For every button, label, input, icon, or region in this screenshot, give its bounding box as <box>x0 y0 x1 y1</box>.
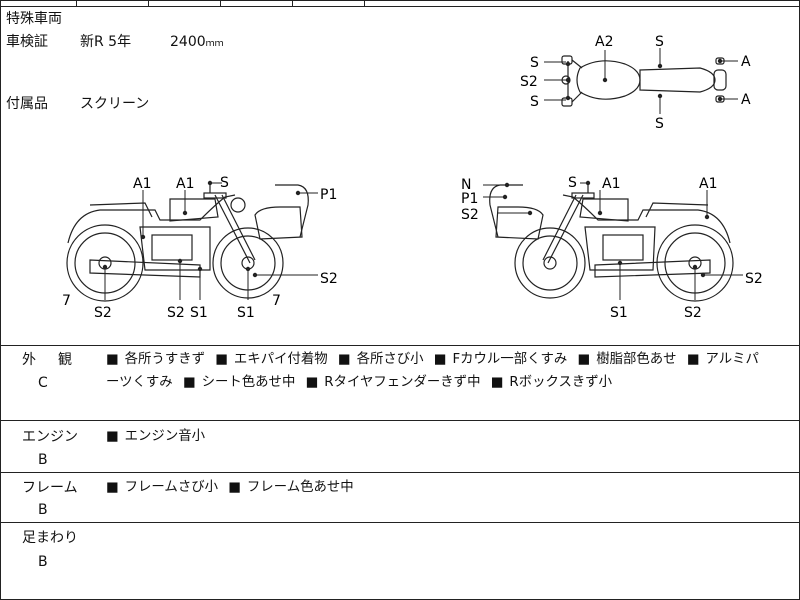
right-side-motorcycle-outline <box>489 183 734 302</box>
bullet: ■ <box>490 375 504 390</box>
right-side-markers <box>502 180 710 278</box>
engine-note: エンジン音小 <box>124 429 205 444</box>
top-label-s2: S2 <box>520 74 538 90</box>
suspension-title: 足まわり <box>22 530 78 546</box>
left-label-p1: P1 <box>320 187 337 203</box>
top-label-a-upper: A <box>741 54 751 70</box>
top-label-s-seat-bottom: S <box>655 116 664 132</box>
left-label-7-front: 7 <box>272 293 281 309</box>
engine-notes: ■ エンジン音小 <box>106 428 205 446</box>
dimension-unit: ｍｍ <box>205 39 224 49</box>
right-label-p1: P1 <box>461 191 478 207</box>
exterior-note: シート色あせ中 <box>201 375 296 390</box>
bullet: ■ <box>182 375 196 390</box>
engine-title: エンジン <box>22 429 78 445</box>
top-cell-divider <box>76 0 77 6</box>
dimension-number: 2400 <box>170 34 206 50</box>
right-label-a1-rear: A1 <box>699 176 717 192</box>
right-side-diagram: N P1 S2 S A1 A1 S2 S1 S2 <box>461 175 763 321</box>
top-label-a-lower: A <box>741 92 751 108</box>
dimension-value: 2400ｍｍ <box>170 33 224 53</box>
left-side-diagram: A1 A1 S P1 S2 7 S2 S2 S1 S1 7 <box>62 175 338 321</box>
bullet: ■ <box>228 480 241 495</box>
exterior-title-char1: 外 <box>22 352 36 368</box>
left-side-leaders <box>104 182 318 300</box>
left-label-s2-front: S2 <box>320 271 338 287</box>
bullet: ■ <box>433 352 447 367</box>
frame-note: フレームさび小 <box>124 480 218 495</box>
exterior-title-char2: 観 <box>58 352 72 368</box>
bullet: ■ <box>686 352 700 367</box>
inspection-value: 新R 5年 <box>80 34 132 50</box>
exterior-note: Rボックスきず小 <box>509 375 613 390</box>
exterior-notes-line1: ■ 各所うすきず ■ エキパイ付着物 ■ 各所さび小 ■ Fカウル一部くすみ ■ 樹脂部色… <box>106 351 759 369</box>
top-cell-divider <box>364 0 365 6</box>
exterior-title: 外観 <box>22 351 72 369</box>
frame-title: フレーム <box>22 480 78 496</box>
top-row-bottom-border <box>0 6 800 7</box>
frame-note: フレーム色あせ中 <box>246 480 354 495</box>
special-vehicle-label: 特殊車両 <box>6 11 62 27</box>
right-label-s2-box: S2 <box>461 207 479 223</box>
exterior-note: 各所うすきず <box>124 352 205 367</box>
top-view-leaders <box>544 48 738 114</box>
left-side-markers <box>102 180 301 278</box>
right-label-s2-muffler: S2 <box>684 305 702 321</box>
exterior-note: 各所さび小 <box>356 352 424 367</box>
right-label-a1-tank: A1 <box>602 176 620 192</box>
frame-notes: ■ フレームさび小 ■ フレーム色あせ中 <box>106 479 354 497</box>
exterior-notes-line2: ーツくすみ ■ シート色あせ中 ■ Rタイヤフェンダーきず中 ■ Rボックスきず小 <box>106 374 612 392</box>
top-cell-divider <box>292 0 293 6</box>
bullet: ■ <box>305 375 319 390</box>
exterior-grade: C <box>38 375 48 391</box>
bullet: ■ <box>106 429 119 444</box>
left-label-s-handle: S <box>220 175 229 191</box>
top-view-motorcycle-outline <box>561 55 727 107</box>
left-label-a1-tank: A1 <box>176 176 194 192</box>
exterior-note: 樹脂部色あせ <box>596 352 677 367</box>
engine-grade: B <box>38 452 48 468</box>
inspection-label: 車検証 <box>6 34 48 50</box>
top-cell-divider <box>148 0 149 6</box>
exterior-note: Rタイヤフェンダーきず中 <box>324 375 481 390</box>
exterior-note: Fカウル一部くすみ <box>452 352 568 367</box>
right-label-s2-rear: S2 <box>745 271 763 287</box>
accessories-label: 付属品 <box>6 96 48 112</box>
left-side-motorcycle-outline <box>66 183 309 302</box>
left-label-s2-engine: S2 <box>167 305 185 321</box>
top-label-s-seat-top: S <box>655 34 664 50</box>
right-label-s1-engine: S1 <box>610 305 628 321</box>
top-label-a2: A2 <box>595 34 613 50</box>
top-view-markers <box>565 58 723 102</box>
right-label-n: N <box>461 177 471 193</box>
exterior-note: エキパイ付着物 <box>233 352 328 367</box>
accessories-value: スクリーン <box>80 96 150 112</box>
left-label-s1-engine: S1 <box>190 305 208 321</box>
left-label-s1-fork: S1 <box>237 305 255 321</box>
frame-grade: B <box>38 502 48 518</box>
left-label-a1-front: A1 <box>133 176 151 192</box>
top-label-s-lower: S <box>530 94 539 110</box>
bullet: ■ <box>337 352 351 367</box>
exterior-note: アルミパ <box>705 352 759 367</box>
left-label-s2-rear: S2 <box>94 305 112 321</box>
suspension-grade: B <box>38 554 48 570</box>
right-label-s-handle: S <box>568 175 577 191</box>
top-label-s-upper: S <box>530 55 539 71</box>
bullet: ■ <box>577 352 591 367</box>
left-label-7-rear: 7 <box>62 293 71 309</box>
bullet: ■ <box>215 352 228 367</box>
engine-bottom-border <box>0 472 800 473</box>
bullet: ■ <box>106 352 119 367</box>
bullet: ■ <box>106 480 119 495</box>
top-cell-divider <box>220 0 221 6</box>
diagram-bottom-border <box>0 345 800 346</box>
frame-bottom-border <box>0 522 800 523</box>
exterior-bottom-border <box>0 420 800 421</box>
top-view-diagram: S S2 S A2 S A A S <box>520 34 751 132</box>
right-side-leaders <box>483 182 743 300</box>
exterior-note: ーツくすみ <box>106 375 173 390</box>
